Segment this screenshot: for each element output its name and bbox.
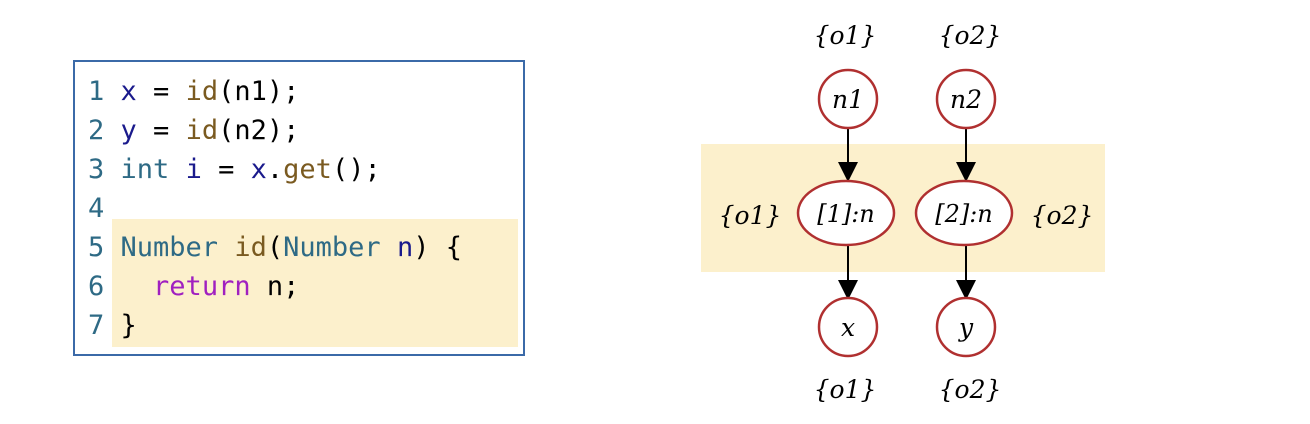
code-token: .: [266, 154, 284, 185]
code-line: 6 return n;: [88, 267, 462, 306]
line-number: 2: [88, 115, 105, 146]
node-x: [817, 296, 879, 358]
code-token: ) {: [413, 232, 462, 263]
set-mid-right: {o2}: [1031, 201, 1094, 230]
code-line: 2 y = id(n2);: [88, 111, 462, 150]
label-n2: n2: [950, 85, 982, 114]
code-token: Number: [120, 232, 219, 263]
label-x: x: [841, 313, 855, 342]
set-top-left: {o1}: [814, 21, 877, 50]
code-token: id: [185, 76, 219, 107]
function-highlight: [112, 219, 518, 347]
code-token: =: [136, 76, 186, 107]
set-bot-right: {o2}: [939, 375, 1002, 404]
set-mid-left: {o1}: [719, 201, 782, 230]
node-y: [935, 296, 997, 358]
code-token: n;: [250, 271, 300, 302]
code-token: id: [185, 115, 219, 146]
code-token: n: [396, 232, 414, 263]
code-token: =: [136, 115, 186, 146]
code-token: (: [266, 232, 284, 263]
code-token: int: [120, 154, 170, 185]
node-n1: [817, 68, 879, 130]
line-number: 4: [88, 193, 105, 224]
code-token: x: [120, 76, 137, 107]
code-token: (n1);: [218, 76, 300, 107]
set-bot-left: {o1}: [814, 375, 877, 404]
context-highlight: [701, 144, 1105, 272]
line-number: 1: [88, 76, 105, 107]
code-line: 3 int i = x.get();: [88, 150, 462, 189]
label-c2: [2]:n: [935, 200, 993, 228]
label-c1: [1]:n: [817, 200, 875, 228]
code-token: return: [153, 271, 251, 302]
code-line: 1 x = id(n1);: [88, 72, 462, 111]
set-top-right: {o2}: [939, 21, 1002, 50]
line-number: 6: [88, 271, 105, 302]
code-line: 4: [88, 189, 462, 228]
code-token: id: [234, 232, 267, 263]
label-n1: n1: [832, 85, 864, 114]
code-token: Number: [283, 232, 381, 263]
code-token: =: [201, 154, 251, 185]
line-number: 5: [88, 232, 105, 263]
node-n2: [935, 68, 997, 130]
code-token: get: [283, 154, 332, 185]
label-y: y: [958, 313, 974, 342]
code-token: (n2);: [218, 115, 300, 146]
code-listing: 1 x = id(n1);2 y = id(n2);3 int i = x.ge…: [88, 72, 462, 345]
code-token: y: [120, 115, 137, 146]
line-number: 7: [88, 310, 105, 341]
line-number: 3: [88, 154, 105, 185]
code-line: 5 Number id(Number n) {: [88, 228, 462, 267]
code-token: ();: [331, 154, 381, 185]
node-c2: [914, 179, 1014, 247]
code-token: i: [185, 154, 202, 185]
code-token: }: [120, 310, 137, 341]
code-line: 7 }: [88, 306, 462, 345]
code-token: x: [250, 154, 267, 185]
node-c1: [796, 179, 896, 247]
